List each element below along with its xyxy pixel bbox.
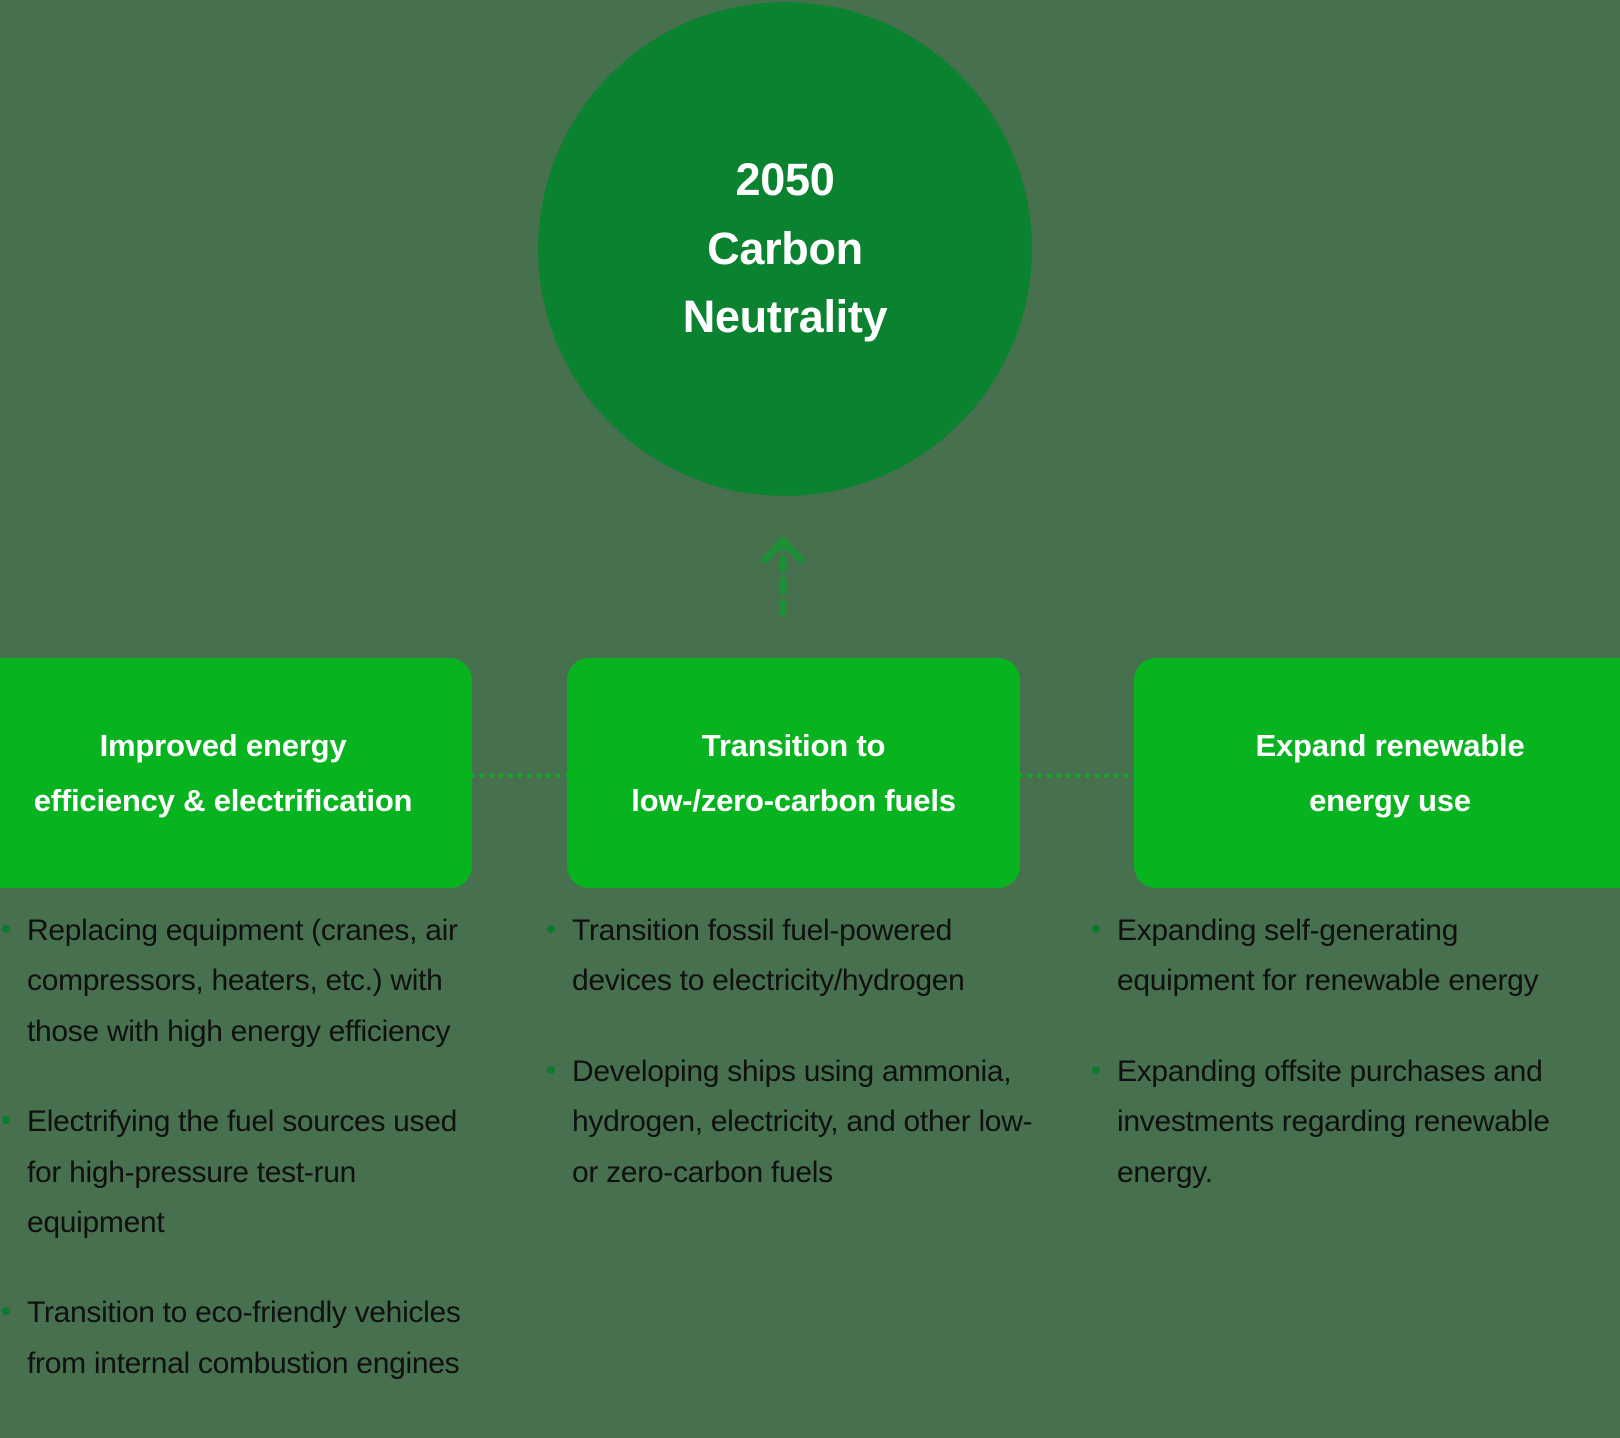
bullet-dot-icon bbox=[547, 925, 555, 933]
list-item-label: Developing ships using ammonia, hydrogen… bbox=[572, 1054, 1033, 1189]
strategy-details-column-transition-to-low-zero-carbon-fuels: Transition fossil fuel-powered devices t… bbox=[545, 906, 1035, 1198]
list-item-label: Expanding self-generating equipment for … bbox=[1117, 914, 1539, 998]
strategy-details-column-improved-energy-efficiency: Replacing equipment (cranes, air compres… bbox=[0, 906, 485, 1389]
strategy-box-title: Expand renewable energy use bbox=[1255, 727, 1525, 818]
goal-circle-label: 2050 Carbon Neutrality bbox=[682, 154, 888, 343]
bullet-dot-icon bbox=[2, 925, 10, 933]
list-item-label: Transition fossil fuel-powered devices t… bbox=[572, 914, 965, 998]
bullet-dot-icon bbox=[1092, 925, 1100, 933]
list-item-label: Expanding offsite purchases and investme… bbox=[1117, 1054, 1550, 1189]
list-item: Replacing equipment (cranes, air compres… bbox=[0, 906, 485, 1057]
strategy-box-title: Transition to low-/zero-carbon fuels bbox=[631, 727, 956, 818]
list-item-label: Replacing equipment (cranes, air compres… bbox=[27, 914, 458, 1048]
list-item: Transition to eco-friendly vehicles from… bbox=[0, 1288, 485, 1389]
strategy-box-improved-energy-efficiency[interactable]: Improved energy efficiency & electrifica… bbox=[0, 658, 472, 888]
bullet-dot-icon bbox=[2, 1307, 10, 1316]
box-connector-dotted-left bbox=[470, 773, 570, 778]
list-item: Developing ships using ammonia, hydrogen… bbox=[545, 1047, 1035, 1198]
bullet-dot-icon bbox=[547, 1065, 555, 1074]
strategy-box-expand-renewable-energy-use[interactable]: Expand renewable energy use bbox=[1134, 658, 1620, 888]
bullet-dot-icon bbox=[1092, 1065, 1100, 1074]
list-item: Electrifying the fuel sources used for h… bbox=[0, 1097, 485, 1248]
strategy-box-transition-to-low-zero-carbon-fuels[interactable]: Transition to low-/zero-carbon fuels bbox=[567, 658, 1020, 888]
list-item: Transition fossil fuel-powered devices t… bbox=[545, 906, 1035, 1007]
list-item: Expanding offsite purchases and investme… bbox=[1090, 1047, 1590, 1198]
list-item-label: Transition to eco-friendly vehicles from… bbox=[27, 1296, 461, 1380]
list-item: Expanding self-generating equipment for … bbox=[1090, 906, 1590, 1007]
strategy-boxes-row: Improved energy efficiency & electrifica… bbox=[0, 658, 1620, 888]
strategy-details-column-expand-renewable-energy-use: Expanding self-generating equipment for … bbox=[1090, 906, 1590, 1198]
list-item-label: Electrifying the fuel sources used for h… bbox=[27, 1105, 458, 1239]
arrow-up-dashed-icon bbox=[757, 532, 809, 618]
goal-circle-2050-carbon-neutrality: 2050 Carbon Neutrality bbox=[538, 2, 1032, 496]
bullet-dot-icon bbox=[2, 1116, 10, 1125]
strategy-box-title: Improved energy efficiency & electrifica… bbox=[33, 727, 413, 818]
box-connector-dotted-right bbox=[1018, 773, 1138, 778]
